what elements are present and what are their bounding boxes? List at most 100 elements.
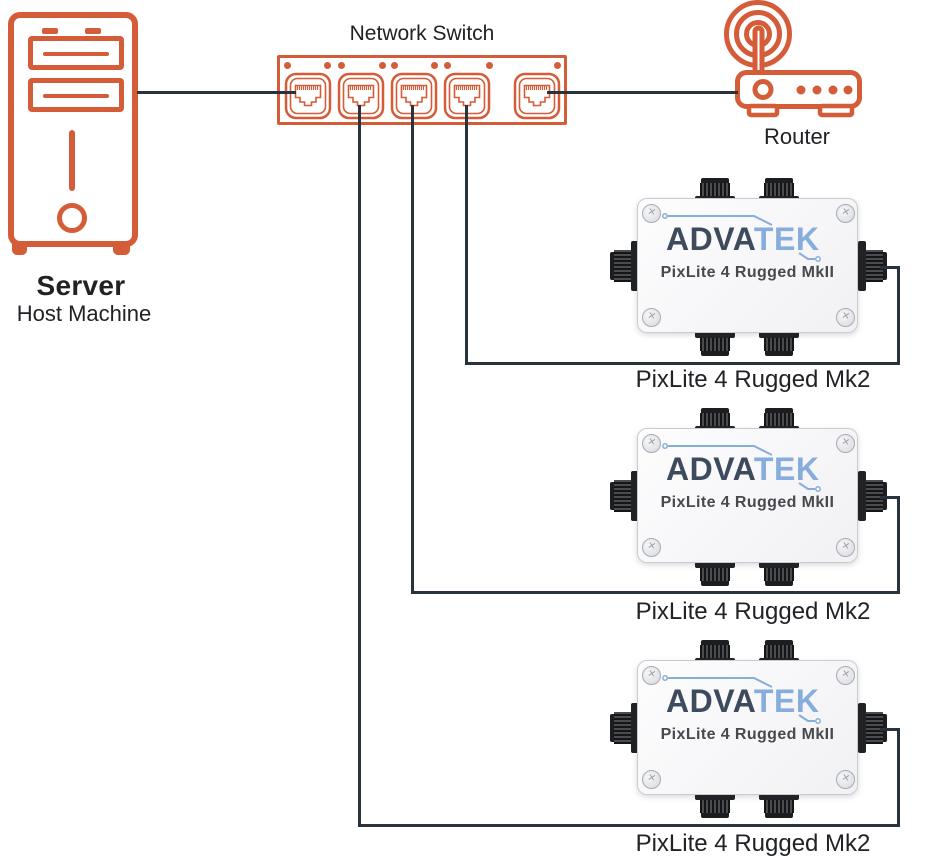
screw-icon — [836, 204, 855, 223]
pixlite-enclosure — [637, 198, 858, 333]
cable-switch-to-pixlite3-riser — [897, 728, 900, 827]
router-led — [812, 85, 822, 95]
network-switch-label: Network Switch — [349, 22, 495, 45]
cable-gland-connector — [695, 561, 735, 586]
cable-gland-connector — [759, 793, 799, 818]
circuit-trace — [798, 714, 815, 722]
server-drive-bay — [28, 78, 124, 112]
screw-icon — [642, 434, 661, 453]
circuit-trace-dot — [662, 675, 668, 681]
screw-icon — [642, 770, 661, 789]
brand-text-dark: ADVA — [666, 683, 756, 719]
cable-gland-connector — [610, 703, 639, 753]
advatek-logo: ADVATEK — [662, 213, 821, 262]
screw-icon — [836, 308, 855, 327]
cable-switch-to-pixlite2-horizontal — [411, 591, 900, 594]
server: Server Host Machine — [8, 12, 154, 332]
pixlite-enclosure — [637, 660, 858, 795]
router-led — [796, 85, 806, 95]
network-switch-icon — [277, 55, 567, 125]
screw-icon — [836, 538, 855, 557]
circuit-trace-dot — [815, 256, 821, 262]
pixlite-controller-2: ADVATEK PixLite 4 Rugged MkII — [608, 406, 894, 596]
cable-server-to-switch — [137, 91, 296, 94]
pixlite1-caption: PixLite 4 Rugged Mk2 — [635, 366, 871, 393]
circuit-trace — [668, 677, 773, 688]
screw-icon — [836, 770, 855, 789]
circuit-trace — [668, 215, 773, 226]
cable-gland-connector — [759, 408, 799, 433]
circuit-trace-dot — [662, 443, 668, 449]
pixlite-enclosure — [637, 428, 858, 563]
router-led — [843, 85, 853, 95]
led-indicator — [554, 62, 561, 69]
svg-text:ADVATEK: ADVATEK — [666, 683, 819, 719]
rj45-port-icon — [443, 72, 491, 120]
cable-switch-to-pixlite3-stub — [880, 728, 897, 731]
power-button-icon — [57, 203, 87, 233]
led-indicator — [338, 62, 345, 69]
led-indicator — [379, 62, 386, 69]
cable-gland-connector — [695, 408, 735, 433]
server-vent — [42, 28, 58, 34]
router-foot — [746, 103, 780, 118]
screw-icon — [836, 434, 855, 453]
server-tower-icon — [8, 12, 138, 247]
server-sublabel: Host Machine — [16, 301, 152, 326]
drive-bay-slot — [43, 94, 109, 98]
cable-gland-connector — [759, 561, 799, 586]
circuit-trace-dot — [815, 486, 821, 492]
server-label: Server — [36, 270, 126, 301]
cable-gland-connector — [610, 241, 639, 291]
cable-gland-connector — [695, 640, 735, 665]
circuit-trace — [798, 482, 815, 490]
pixlite-controller-1: ADVATEK PixLite 4 Rugged MkII — [608, 176, 894, 366]
led-indicator — [486, 62, 493, 69]
rj45-port-icon — [284, 72, 332, 120]
pixlite-model-text: PixLite 4 Rugged MkII — [660, 264, 835, 281]
cable-gland-connector — [759, 178, 799, 203]
screw-icon — [642, 666, 661, 685]
pixlite-model-text: PixLite 4 Rugged MkII — [660, 494, 835, 511]
ethernet-port-5-uplink — [513, 72, 561, 120]
server-drive-bay — [28, 36, 124, 70]
cable-gland-connector — [759, 331, 799, 356]
cable-gland-connector — [695, 178, 735, 203]
ethernet-port-4 — [443, 72, 491, 120]
screw-icon — [642, 308, 661, 327]
circuit-trace — [668, 445, 773, 456]
cable-gland-connector — [610, 471, 639, 521]
server-vent — [85, 28, 101, 34]
rj45-port-icon — [337, 72, 385, 120]
ethernet-port-3 — [390, 72, 438, 120]
router-foot — [817, 103, 855, 118]
brand-text-dark: ADVA — [666, 221, 756, 257]
pixlite-controller-3: ADVATEK PixLite 4 Rugged MkII — [608, 638, 894, 828]
cable-switch-to-pixlite2-vertical — [411, 105, 414, 594]
cable-switch-to-pixlite1-horizontal — [465, 362, 900, 365]
circuit-trace — [798, 252, 815, 260]
circuit-trace-dot — [662, 213, 668, 219]
pixlite-model-text: PixLite 4 Rugged MkII — [660, 726, 835, 743]
brand-text-light: TEK — [754, 451, 820, 487]
screw-icon — [642, 538, 661, 557]
cable-switch-to-pixlite1-stub — [880, 266, 897, 269]
antenna-stem — [752, 25, 765, 77]
rj45-port-icon — [513, 72, 561, 120]
circuit-trace-dot — [815, 718, 821, 724]
cable-gland-connector — [695, 331, 735, 356]
brand-text-light: TEK — [754, 683, 820, 719]
cable-switch-to-pixlite2-riser — [897, 496, 900, 594]
drive-bay-slot — [43, 52, 109, 56]
ethernet-port-2 — [337, 72, 385, 120]
screw-icon — [642, 204, 661, 223]
router-icon — [724, 0, 862, 118]
rj45-port-icon — [390, 72, 438, 120]
pixlite2-caption: PixLite 4 Rugged Mk2 — [635, 598, 871, 625]
router-port-circle — [752, 79, 774, 100]
led-indicator — [391, 62, 398, 69]
cable-switch-to-pixlite1-riser — [897, 266, 900, 365]
svg-text:ADVATEK: ADVATEK — [666, 451, 819, 487]
led-indicator — [324, 62, 331, 69]
